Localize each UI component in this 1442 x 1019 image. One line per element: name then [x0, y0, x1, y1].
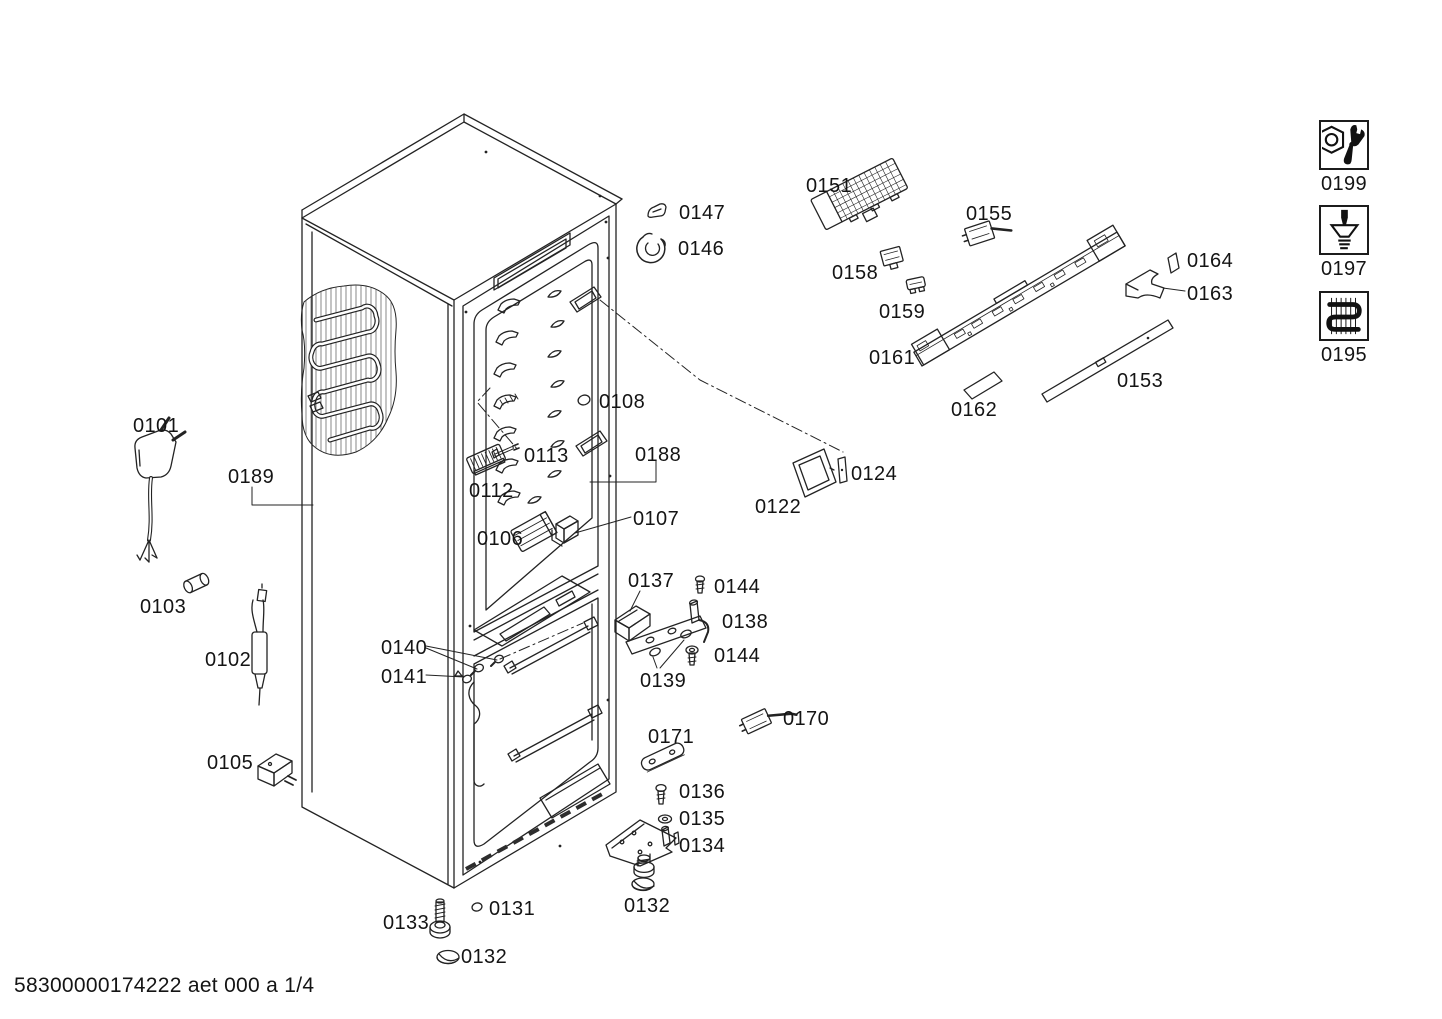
tool-frame [1319, 120, 1369, 170]
part-label-0144: 0144 [714, 576, 761, 598]
part-label-0103: 0103 [140, 596, 187, 618]
part-0153-sketch [1041, 319, 1174, 403]
part-label-0135: 0135 [679, 808, 726, 830]
tool-frame [1319, 205, 1369, 255]
part-label-0147: 0147 [679, 202, 726, 224]
part-0158-sketch [879, 245, 904, 270]
part-0133-sketch [429, 898, 451, 939]
interior-sketch [454, 259, 611, 819]
part-label-0136: 0136 [679, 781, 726, 803]
part-0164-sketch [1167, 252, 1180, 274]
condenser-coil-sketch [300, 284, 397, 456]
tool-frame [1319, 291, 1369, 341]
part-label-0112: 0112 [469, 480, 514, 502]
part-label-0138: 0138 [722, 611, 769, 633]
part-label-0137: 0137 [628, 570, 675, 592]
part-0107-sketch [551, 515, 579, 547]
part-label-0101: 0101 [133, 415, 180, 437]
part-0163-sketch [1125, 269, 1165, 299]
tool-legend-wrench: 0199 [1313, 120, 1375, 196]
part-label-0164: 0164 [1187, 250, 1234, 272]
part-label-0122: 0122 [755, 496, 802, 518]
part-label-0133: 0133 [383, 912, 430, 934]
part-0135-sketch [657, 814, 673, 824]
part-0112-sketch [466, 443, 506, 476]
part-label-0141: 0141 [381, 666, 428, 688]
part-0132-foot-cap-sketch [436, 949, 460, 965]
part-label-0106: 0106 [477, 528, 524, 550]
cabinet-sketch [301, 113, 623, 889]
part-0139-sketch [649, 629, 692, 657]
part-label-0131: 0131 [489, 898, 536, 920]
part-0124-sketch [837, 456, 848, 484]
part-label-0146: 0146 [678, 238, 725, 260]
part-label-0162: 0162 [951, 399, 998, 421]
part-label-0158: 0158 [832, 262, 879, 284]
tool-legend-coil: 0195 [1313, 291, 1375, 367]
part-label-0189: 0189 [228, 466, 275, 488]
tool-legend-label: 0197 [1320, 258, 1368, 280]
part-0171-sketch [640, 742, 685, 773]
tool-legend-screw: 0197 [1313, 205, 1375, 281]
part-0136-sketch [655, 783, 667, 805]
part-0141-sketch [454, 670, 473, 684]
part-label-0153: 0153 [1117, 370, 1164, 392]
part-label-0132: 0132 [461, 946, 508, 968]
part-0105-sketch [257, 753, 297, 787]
part-0144-bottom-sketch [685, 645, 699, 666]
part-0103-sketch [183, 572, 210, 594]
part-label-0132: 0132 [624, 895, 671, 917]
part-label-0188: 0188 [635, 444, 682, 466]
part-label-0171: 0171 [648, 726, 695, 748]
part-label-0170: 0170 [783, 708, 830, 730]
part-label-0107: 0107 [633, 508, 680, 530]
part-0151-sketch [810, 157, 908, 230]
part-0106-sketch [510, 510, 558, 552]
part-0138-sketch [625, 599, 710, 655]
part-0140-sketch [470, 654, 505, 676]
part-0155-sketch [961, 220, 1013, 247]
part-0101-sketch [134, 416, 187, 563]
part-label-0102: 0102 [205, 649, 252, 671]
part-0159-sketch [905, 276, 926, 295]
part-0144-top-sketch [694, 575, 706, 594]
part-label-0124: 0124 [851, 463, 898, 485]
wrench-nut-icon [1322, 125, 1365, 165]
part-0146-sketch [636, 232, 666, 264]
alignment-dashdot-lines [476, 299, 844, 660]
part-0162-sketch [963, 371, 1003, 400]
part-label-0163: 0163 [1187, 283, 1234, 305]
tool-legend-label: 0195 [1320, 344, 1368, 366]
part-0108-sketch [577, 394, 591, 406]
tool-legend-label: 0199 [1320, 173, 1368, 195]
part-0147-sketch [647, 203, 667, 218]
document-number: 58300000174222 aet 000 a 1/4 [14, 974, 315, 997]
part-label-0144: 0144 [714, 645, 761, 667]
part-label-0161: 0161 [869, 347, 916, 369]
part-label-0139: 0139 [640, 670, 687, 692]
leader-lines [251, 287, 1186, 678]
part-0102-sketch [251, 583, 268, 706]
part-label-0105: 0105 [207, 752, 254, 774]
part-label-0108: 0108 [599, 391, 646, 413]
part-0134-sketch [605, 819, 680, 879]
part-label-0151: 0151 [806, 175, 853, 197]
part-label-0113: 0113 [524, 445, 569, 467]
part-0132-hinge-cap-sketch [631, 877, 655, 892]
condenser-coil-icon [1326, 297, 1362, 335]
part-0122-sketch [792, 448, 837, 498]
part-label-0140: 0140 [381, 637, 428, 659]
part-0161-sketch [910, 224, 1126, 367]
part-0170-sketch [738, 708, 798, 735]
part-label-0155: 0155 [966, 203, 1013, 225]
part-label-0134: 0134 [679, 835, 726, 857]
part-0131-sketch [471, 902, 483, 912]
screwdriver-screw-icon [1329, 209, 1360, 250]
part-label-0159: 0159 [879, 301, 926, 323]
